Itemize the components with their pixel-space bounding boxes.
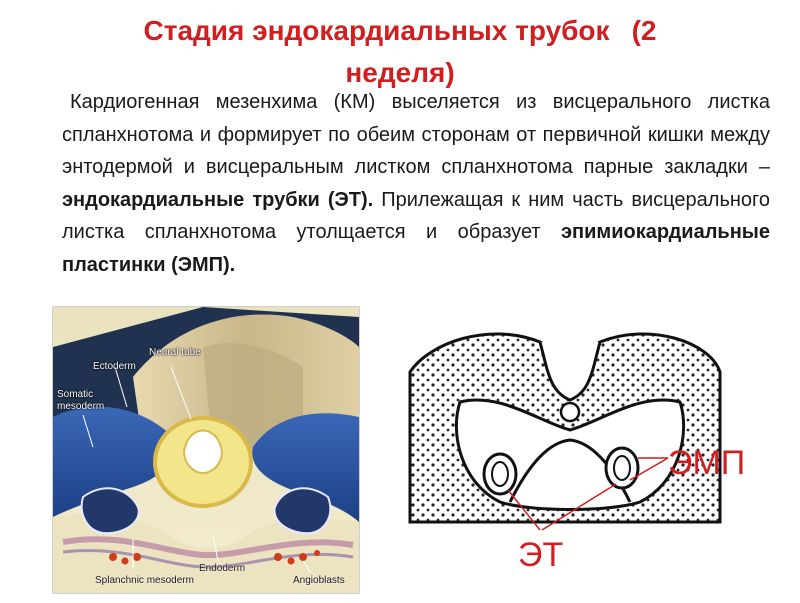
label-et: ЭТ xyxy=(518,536,564,574)
title-line2: неделя) xyxy=(345,57,455,88)
slide-title: Стадия эндокардиальных трубок (2 неделя) xyxy=(40,10,760,94)
paragraph-bold-et: эндокардиальные трубки (ЭТ). xyxy=(62,188,374,211)
schematic-drawing xyxy=(408,332,722,531)
label-somatic-mesoderm: mesoderm xyxy=(57,401,105,412)
body-paragraph: Кардиогенная мезенхима (КМ) выселяется и… xyxy=(62,86,770,281)
label-angioblasts: Angioblasts xyxy=(293,575,345,586)
paragraph-bold-emp: эпимиокардиальные пластинки (ЭМП). xyxy=(62,221,770,276)
label-endoderm: Endoderm xyxy=(199,563,246,574)
label-splanchnic-mesoderm: Splanchnic mesoderm xyxy=(95,575,194,586)
label-ectoderm: Ectoderm xyxy=(93,361,136,372)
embryo-cross-section-illustration: Neural tube Ectoderm Somatic mesoderm En… xyxy=(52,306,360,594)
title-main: Стадия эндокардиальных трубок xyxy=(143,15,610,46)
paragraph-text-2: Прилежащая к ним часть висцерального лис… xyxy=(62,188,771,244)
label-somatic: Somatic xyxy=(57,389,94,400)
embryo-illustration-drawing xyxy=(53,307,359,593)
label-emp: ЭМП xyxy=(668,444,746,482)
schematic-cross-section xyxy=(390,312,790,598)
label-neural-tube: Neural tube xyxy=(149,347,201,358)
paragraph-text-1: Кардиогенная мезенхима (КМ) выселяется и… xyxy=(62,91,770,178)
title-paren: (2 xyxy=(631,15,657,46)
